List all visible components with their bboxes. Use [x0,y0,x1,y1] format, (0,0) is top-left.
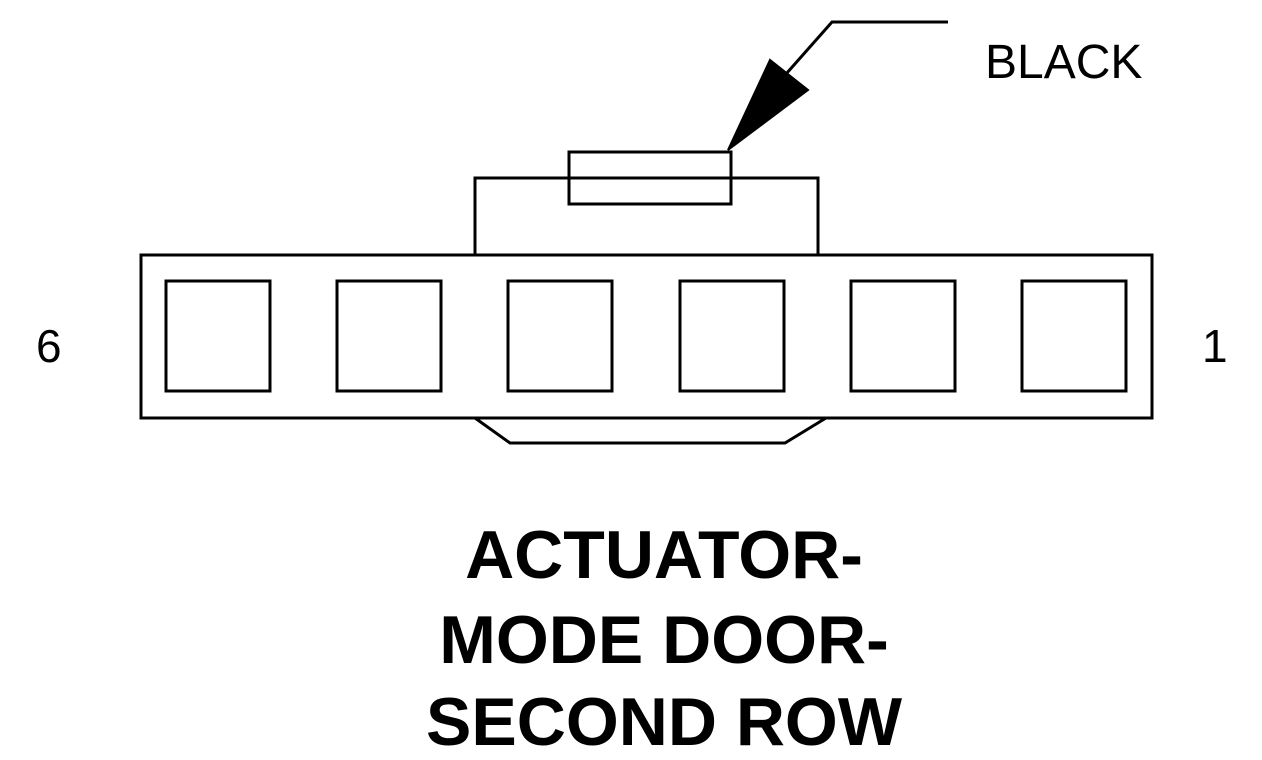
connector-lock-housing [473,176,820,255]
cavity-1 [1020,279,1128,393]
connector-lock-tab [567,150,733,206]
title-line-2: MODE DOOR- [439,602,889,678]
cavity-2 [849,279,957,393]
leader-line [784,20,948,75]
title-line-3: SECOND ROW [426,684,903,760]
leader-arrowhead [727,58,810,151]
pin-1-label: 1 [1202,320,1228,372]
connector-bottom-key [474,416,827,445]
title-line-1: ACTUATOR- [465,517,863,593]
cavity-5 [335,279,443,393]
cavity-4 [506,279,614,393]
cavity-3 [678,279,786,393]
pin-6-label: 6 [36,320,62,372]
wire-color-label: BLACK [985,36,1142,89]
connector-body [139,253,1154,420]
cavity-6 [164,279,272,393]
